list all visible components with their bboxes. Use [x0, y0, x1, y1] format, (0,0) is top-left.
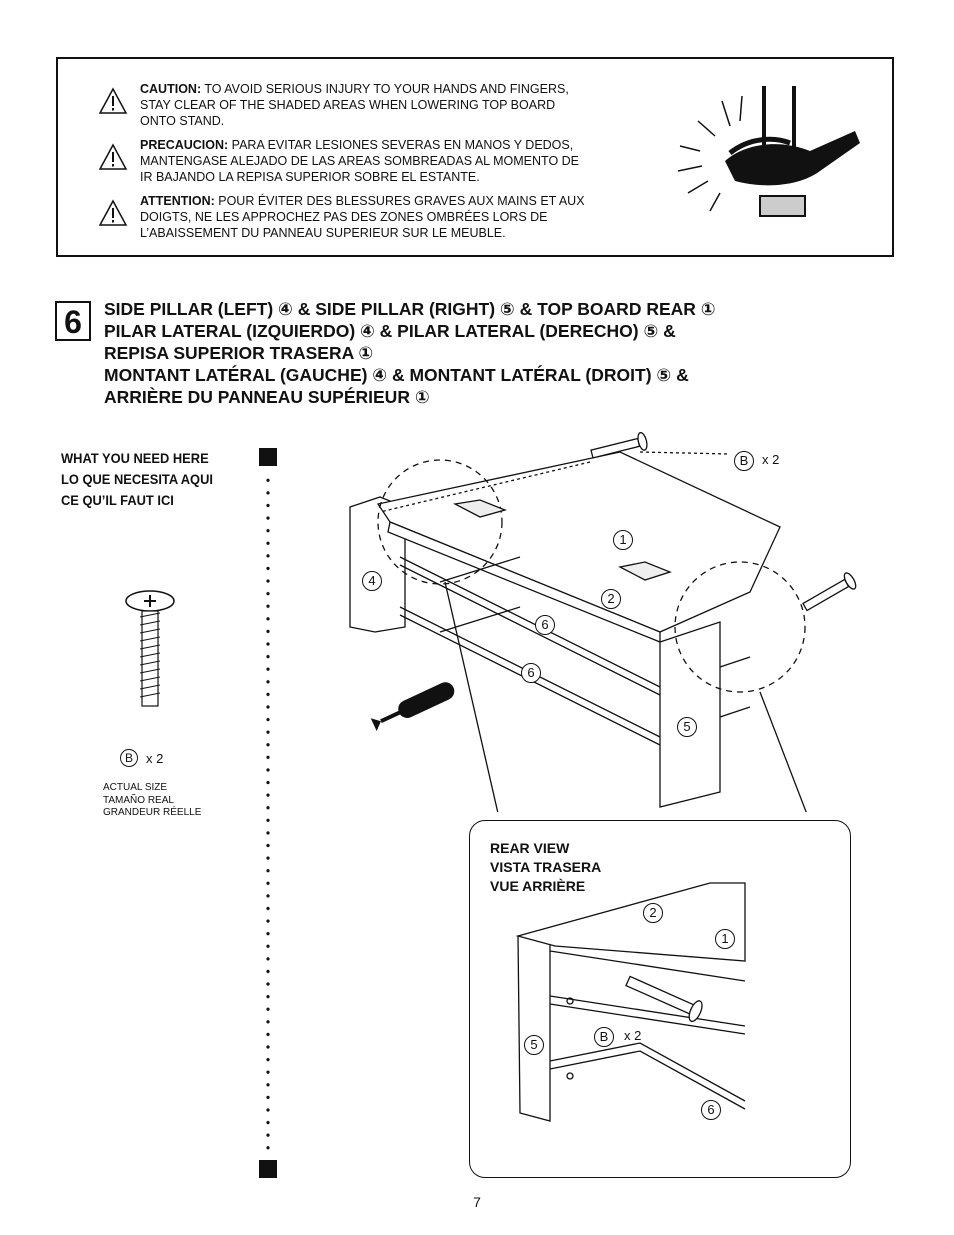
step-title-line: PILAR LATERAL (IZQUIERDO) ④ & PILAR LATE… — [104, 321, 676, 341]
step-title-line: ARRIÈRE DU PANNEAU SUPÉRIEUR ① — [104, 387, 430, 407]
caution-heading: ATTENTION: — [140, 194, 215, 208]
step-title-line: MONTANT LATÉRAL (GAUCHE) ④ & MONTANT LAT… — [104, 365, 689, 385]
caution-heading: CAUTION: — [140, 82, 202, 96]
callout-part-2: 2 — [601, 589, 621, 609]
caution-box: CAUTION: TO AVOID SERIOUS INJURY TO YOUR… — [56, 57, 894, 257]
caution-heading: PRECAUCION: — [140, 138, 229, 152]
callout-part-5: 5 — [677, 717, 697, 737]
callout-part-6: 6 — [521, 663, 541, 683]
parts-heading-line: LO QUE NECESITA AQUI — [61, 471, 213, 487]
caution-line: STAY CLEAR OF THE SHADED AREAS WHEN LOWE… — [140, 98, 556, 112]
screw-actual-size-icon — [125, 590, 175, 707]
callout-part-1: 1 — [613, 530, 633, 550]
caution-line: POUR ÉVITER DES BLESSURES GRAVES AUX MAI… — [214, 194, 585, 208]
size-note-line: GRANDEUR RÉELLE — [103, 807, 202, 818]
rear-view-label-line: REAR VIEW — [490, 840, 570, 856]
callout-part-5: 5 — [524, 1035, 544, 1055]
rear-view-inset: REAR VIEW VISTA TRASERA VUE ARRIÈRE 2 1 … — [469, 820, 851, 1178]
caution-line: IR BAJANDO LA REPISA SUPERIOR SOBRE EL E… — [140, 170, 480, 184]
warning-triangle-icon — [98, 143, 128, 170]
rear-view-diagram — [515, 882, 746, 1122]
parts-needed-heading: WHAT YOU NEED HERE LO QUE NECESITA AQUI … — [61, 448, 245, 511]
size-note-line: ACTUAL SIZE — [103, 782, 168, 793]
assembly-diagram — [349, 432, 857, 812]
rear-view-label-line: VISTA TRASERA — [490, 859, 602, 875]
warning-triangle-icon — [98, 87, 128, 114]
part-letter-badge: B — [120, 749, 138, 767]
dotted-divider — [266, 474, 270, 1156]
callout-part-6: 6 — [701, 1100, 721, 1120]
divider-top-square — [259, 448, 277, 466]
screw-quantity: x 2 — [624, 1028, 642, 1043]
caution-line: DOIGTS, NE LES APPROCHEZ PAS DES ZONES O… — [140, 210, 548, 224]
divider-bottom-square — [259, 1160, 277, 1178]
caution-line: PARA EVITAR LESIONES SEVERAS EN MANOS Y … — [228, 138, 574, 152]
rear-view-label-line: VUE ARRIÈRE — [490, 878, 586, 894]
callout-part-1: 1 — [715, 929, 735, 949]
size-note-line: TAMAÑO REAL — [103, 794, 174, 806]
page-number: 7 — [473, 1194, 481, 1210]
rear-view-label: REAR VIEW VISTA TRASERA VUE ARRIÈRE — [490, 839, 601, 896]
caution-line: MANTENGASE ALEJADO DE LAS AREAS SOMBREAD… — [140, 154, 580, 168]
part-letter-badge: B — [594, 1027, 614, 1047]
caution-line: TO AVOID SERIOUS INJURY TO YOUR HANDS AN… — [201, 82, 569, 96]
parts-heading-line: CE QU’IL FAUT ICI — [61, 492, 174, 508]
callout-part-4: 4 — [362, 571, 382, 591]
screw-quantity: x 2 — [762, 452, 780, 467]
caution-line: ONTO STAND. — [140, 114, 225, 128]
step-title: SIDE PILLAR (LEFT) ④ & SIDE PILLAR (RIGH… — [104, 298, 864, 408]
step-title-line: SIDE PILLAR (LEFT) ④ & SIDE PILLAR (RIGH… — [104, 299, 716, 319]
warning-triangle-icon — [98, 199, 128, 226]
parts-heading-line: WHAT YOU NEED HERE — [61, 450, 209, 466]
step-title-line: REPISA SUPERIOR TRASERA ① — [104, 343, 374, 363]
caution-line: L’ABAISSEMENT DU PANNEAU SUPERIEUR SUR L… — [140, 226, 506, 240]
step-number: 6 — [55, 301, 91, 341]
parts-quantity: B x 2 — [120, 749, 163, 767]
callout-part-2: 2 — [643, 903, 663, 923]
hand-pinch-warning-icon — [677, 86, 860, 217]
part-letter-badge: B — [734, 451, 754, 471]
callout-part-6: 6 — [535, 615, 555, 635]
part-quantity: x 2 — [146, 750, 164, 766]
actual-size-note: ACTUAL SIZE TAMAÑO REAL GRANDEUR RÉELLE — [103, 782, 201, 820]
